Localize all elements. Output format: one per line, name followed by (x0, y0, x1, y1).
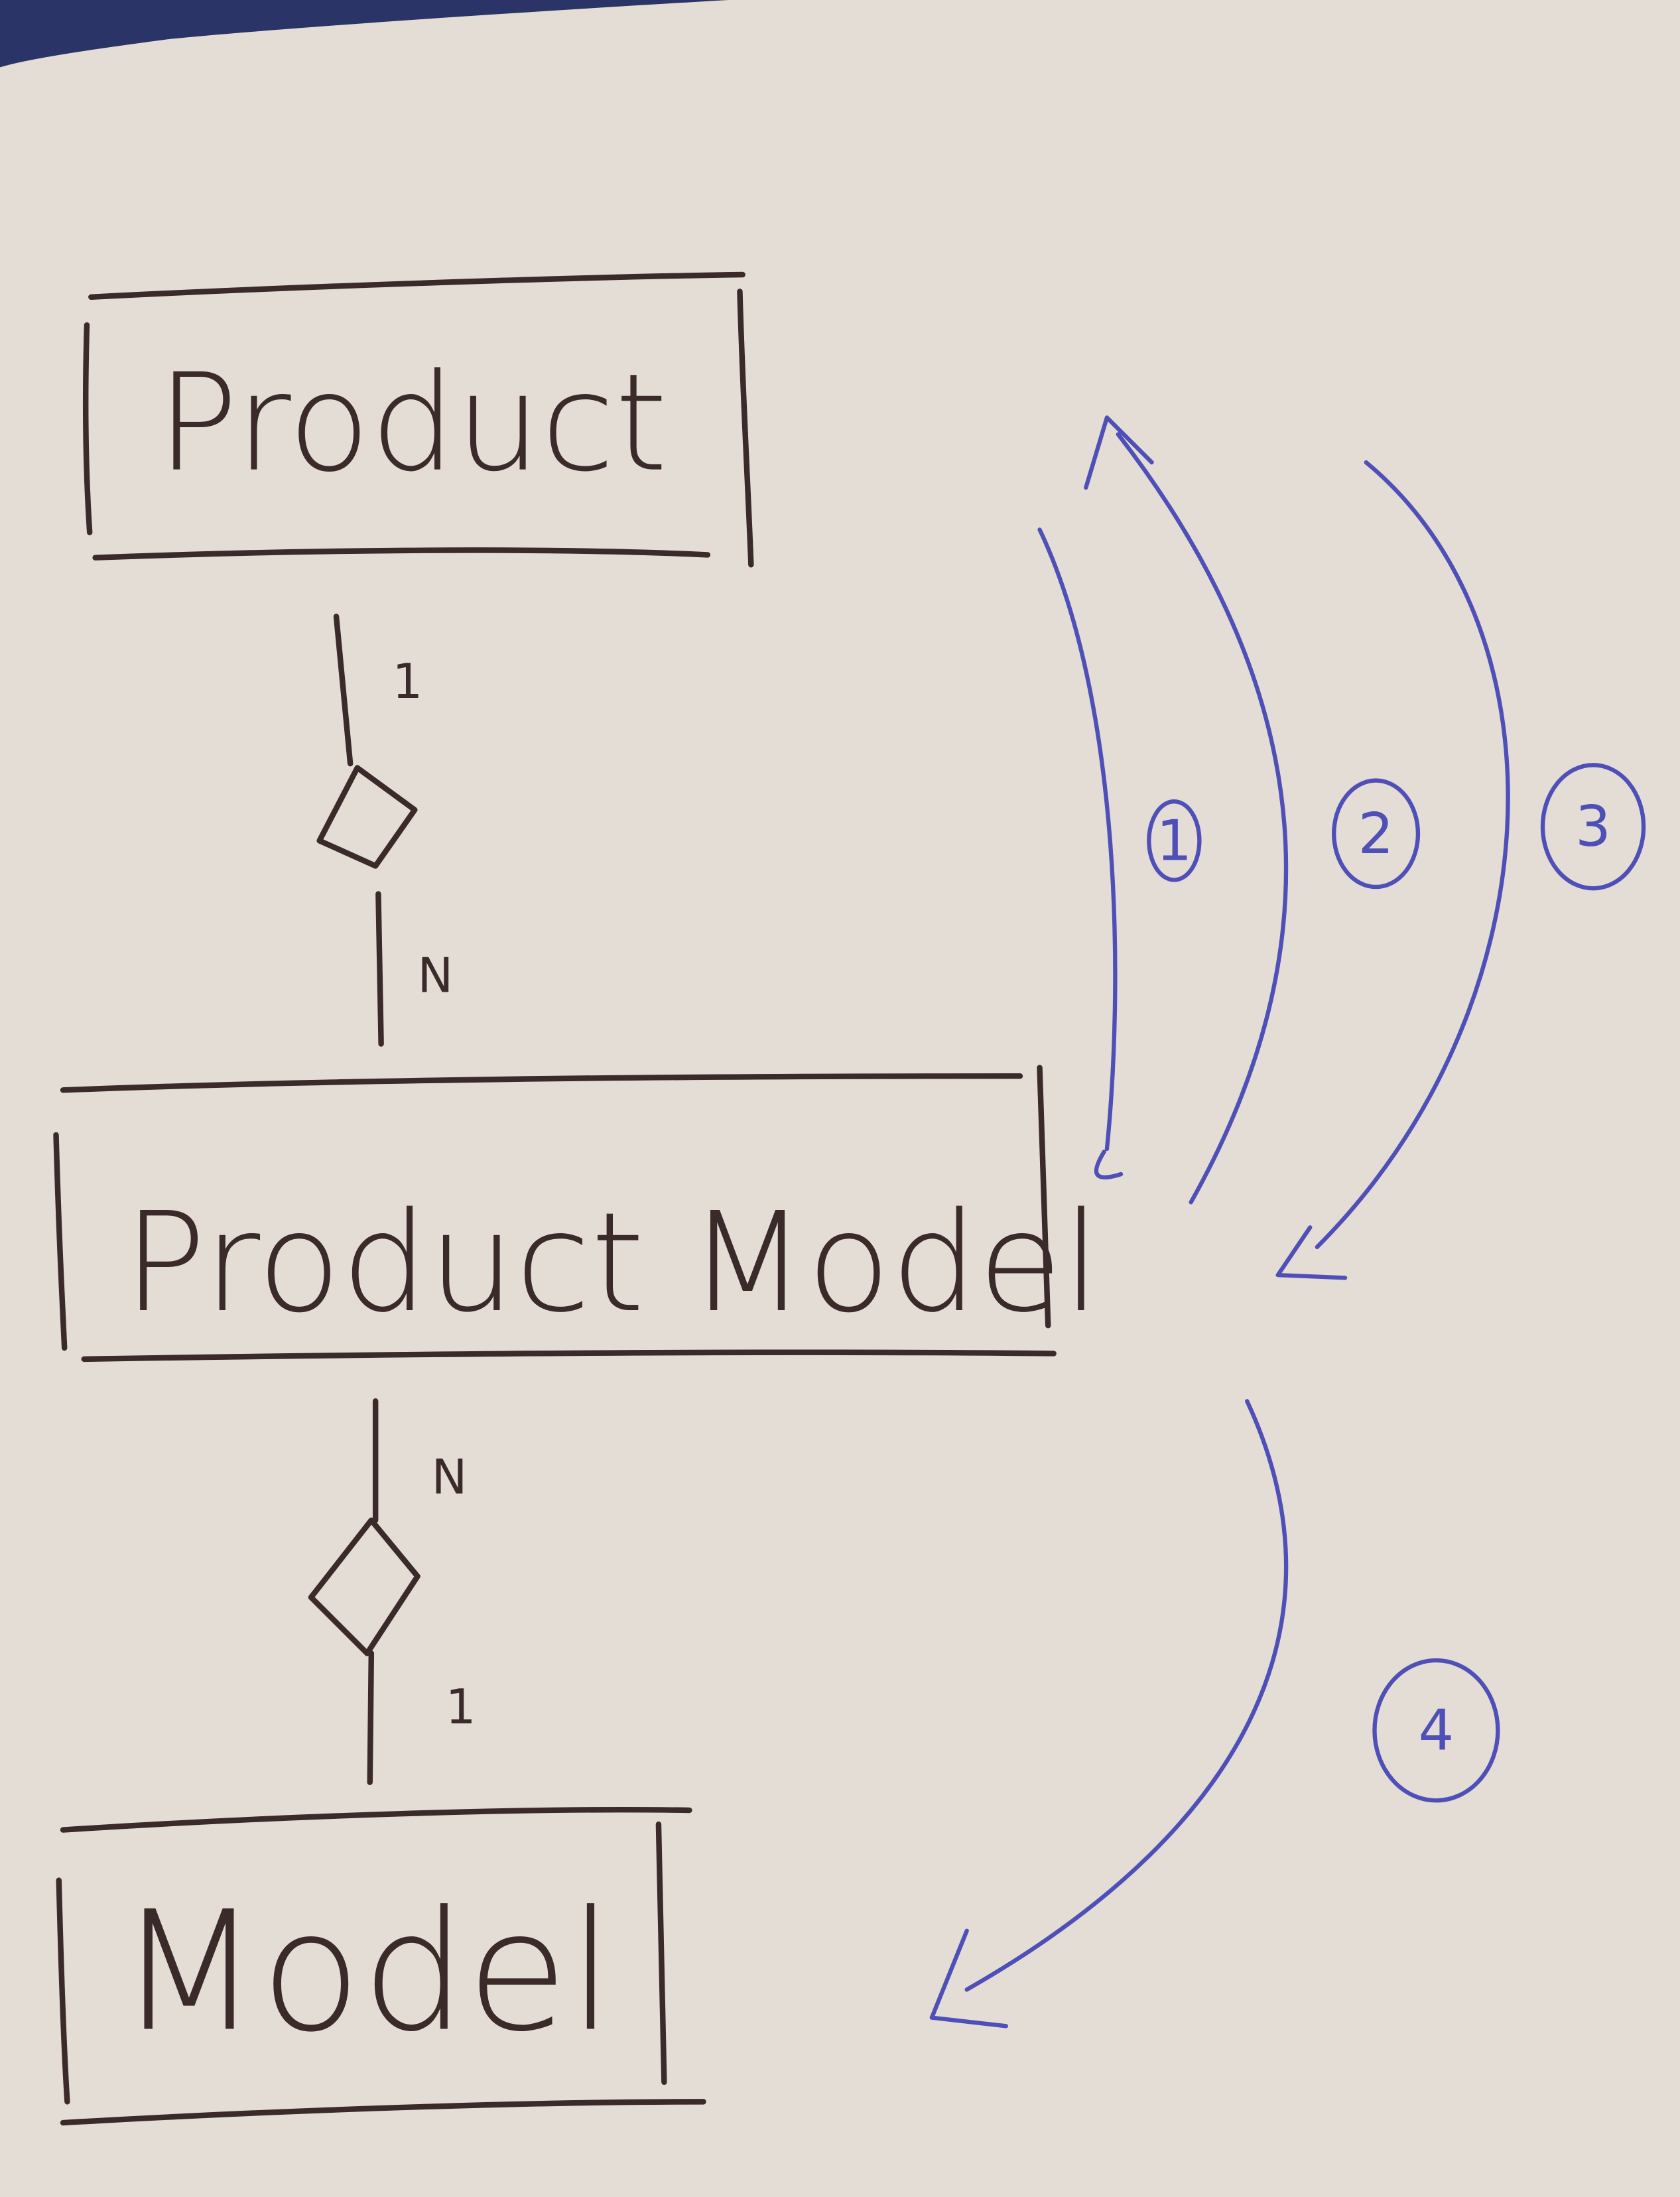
step-arrow-2: 2 (1084, 415, 1421, 1205)
step-arrow-3: 3 (1275, 460, 1646, 1280)
step-number: 3 (1575, 794, 1611, 859)
step-circle (1372, 1658, 1500, 1803)
arrow-path (1275, 460, 1510, 1280)
step-number: 2 (1358, 801, 1394, 866)
entity-name: Product Model (123, 1183, 1100, 1343)
connector-line (367, 1650, 375, 1785)
step-number: 1 (1156, 808, 1192, 873)
relationship-diamond (308, 1517, 420, 1656)
step-arrow-1: 1 (1037, 527, 1202, 1179)
connector-line (375, 891, 384, 1047)
step-circle (1147, 799, 1202, 882)
arrow-path (1037, 527, 1124, 1179)
arrow-path (1084, 415, 1289, 1205)
step-arrow-4: 4 (929, 1399, 1500, 2029)
connector-line (333, 614, 354, 767)
cardinality-label: N (432, 1449, 468, 1505)
entity-box (83, 271, 754, 568)
entity-name: Model (117, 1876, 614, 2068)
relationship-product-productmodel: 1 N (316, 614, 454, 1047)
entity-model: Model (56, 1806, 706, 2126)
arrow-path (929, 1399, 1289, 2029)
relationship-productmodel-model: N 1 (308, 1398, 476, 1785)
entity-box (53, 1065, 1057, 1363)
relationship-diamond (316, 765, 418, 869)
entity-name: Product (157, 345, 668, 501)
desk-edge (0, 0, 729, 68)
entity-product: Product (83, 271, 754, 568)
cardinality-label: 1 (446, 1679, 476, 1735)
entity-product-model: Product Model (53, 1065, 1100, 1363)
step-circle (1332, 778, 1421, 890)
step-circle (1540, 763, 1646, 891)
cardinality-label: N (418, 947, 454, 1003)
step-number: 4 (1419, 1698, 1454, 1763)
cardinality-label: 1 (393, 653, 423, 709)
entity-box (56, 1806, 706, 2126)
